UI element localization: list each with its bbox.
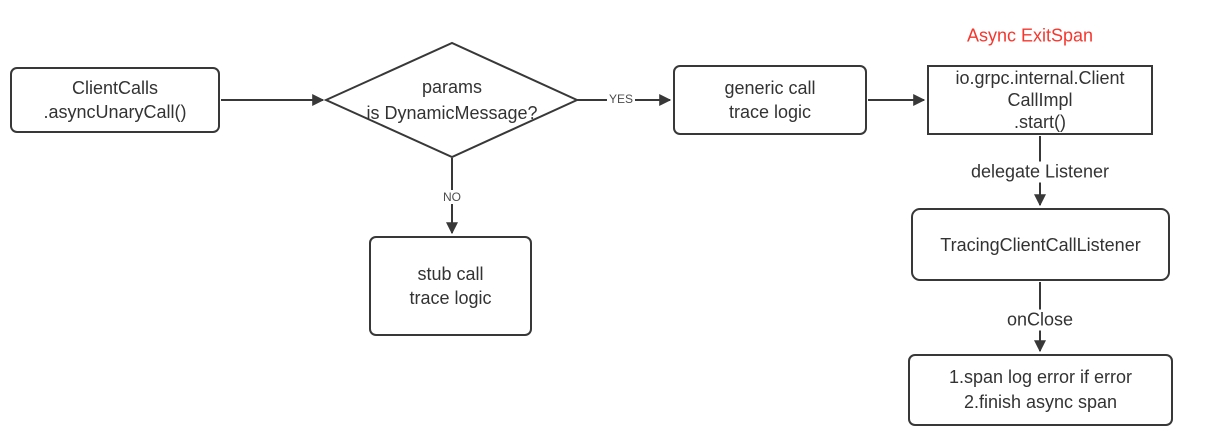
async-exitspan-annotation: Async ExitSpan (966, 25, 1094, 46)
node-onclose-actions-line2: 2.finish async span (963, 392, 1118, 412)
node-generic-call-trace: generic call trace logic (673, 65, 867, 135)
node-client-call-impl-line1: io.grpc.internal.Client (955, 68, 1125, 88)
node-client-calls: ClientCalls .asyncUnaryCall() (10, 67, 220, 133)
edge-label-no: NO (441, 190, 463, 204)
edge-label-onclose: onClose (1003, 309, 1077, 331)
node-onclose-actions: 1.span log error if error 2.finish async… (908, 354, 1173, 426)
node-generic-call-line2: trace logic (728, 102, 812, 122)
node-client-calls-line1: ClientCalls (71, 78, 159, 98)
node-client-call-impl-line2: CallImpl (1007, 90, 1073, 110)
node-generic-call-line1: generic call (724, 78, 816, 98)
node-decision-line1: params (421, 77, 483, 97)
edge-label-delegate-listener: delegate Listener (967, 161, 1113, 183)
node-decision-line2: is DynamicMessage? (366, 103, 538, 123)
edge-label-yes: YES (606, 92, 636, 106)
node-client-calls-line2: .asyncUnaryCall() (43, 102, 187, 122)
node-stub-call-trace: stub call trace logic (369, 236, 532, 336)
node-stub-call-line2: trace logic (409, 288, 492, 308)
node-client-call-impl: io.grpc.internal.Client CallImpl .start(… (927, 65, 1153, 135)
node-client-call-impl-line3: .start() (1014, 112, 1066, 132)
node-stub-call-line1: stub call (417, 264, 484, 284)
node-decision-params: params is DynamicMessage? (327, 64, 577, 136)
node-tracing-label: TracingClientCallListener (940, 234, 1141, 255)
node-onclose-actions-line1: 1.span log error if error (948, 367, 1133, 387)
node-tracing-client-call-listener: TracingClientCallListener (911, 208, 1170, 281)
